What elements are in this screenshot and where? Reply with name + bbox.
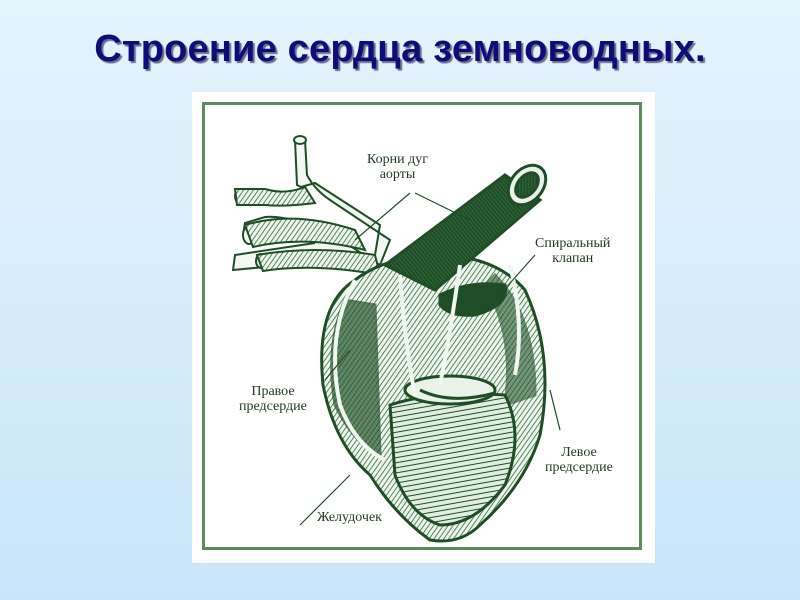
label-spiral-valve: Спиральный клапан <box>535 236 610 266</box>
slide-title: Строение сердца земноводных. <box>94 28 706 70</box>
label-left-atrium: Левое предсердие <box>545 445 613 475</box>
leader-lines <box>299 192 561 526</box>
label-line: клапан <box>552 251 594 266</box>
figure-frame: Корни дуг аорты Спиральный клапан Правое… <box>202 102 642 550</box>
label-line: Корни дуг <box>367 152 428 167</box>
label-aortic-roots: Корни дуг аорты <box>367 152 428 182</box>
label-line: Спиральный <box>535 236 611 251</box>
label-line: аорты <box>379 167 416 182</box>
label-line: Правое <box>251 384 295 399</box>
left-vessels <box>231 135 392 277</box>
heart-body <box>320 253 547 543</box>
aorta-trunk <box>333 163 548 462</box>
label-ventricle: Желудочек <box>317 510 382 525</box>
label-right-atrium: Правое предсердие <box>239 384 307 414</box>
label-line: Левое <box>561 445 597 460</box>
heart-diagram-illustration <box>231 135 561 543</box>
label-line: предсердие <box>239 399 307 414</box>
figure-card: Корни дуг аорты Спиральный клапан Правое… <box>192 92 655 563</box>
label-line: Желудочек <box>317 510 382 525</box>
label-line: предсердие <box>545 460 613 475</box>
